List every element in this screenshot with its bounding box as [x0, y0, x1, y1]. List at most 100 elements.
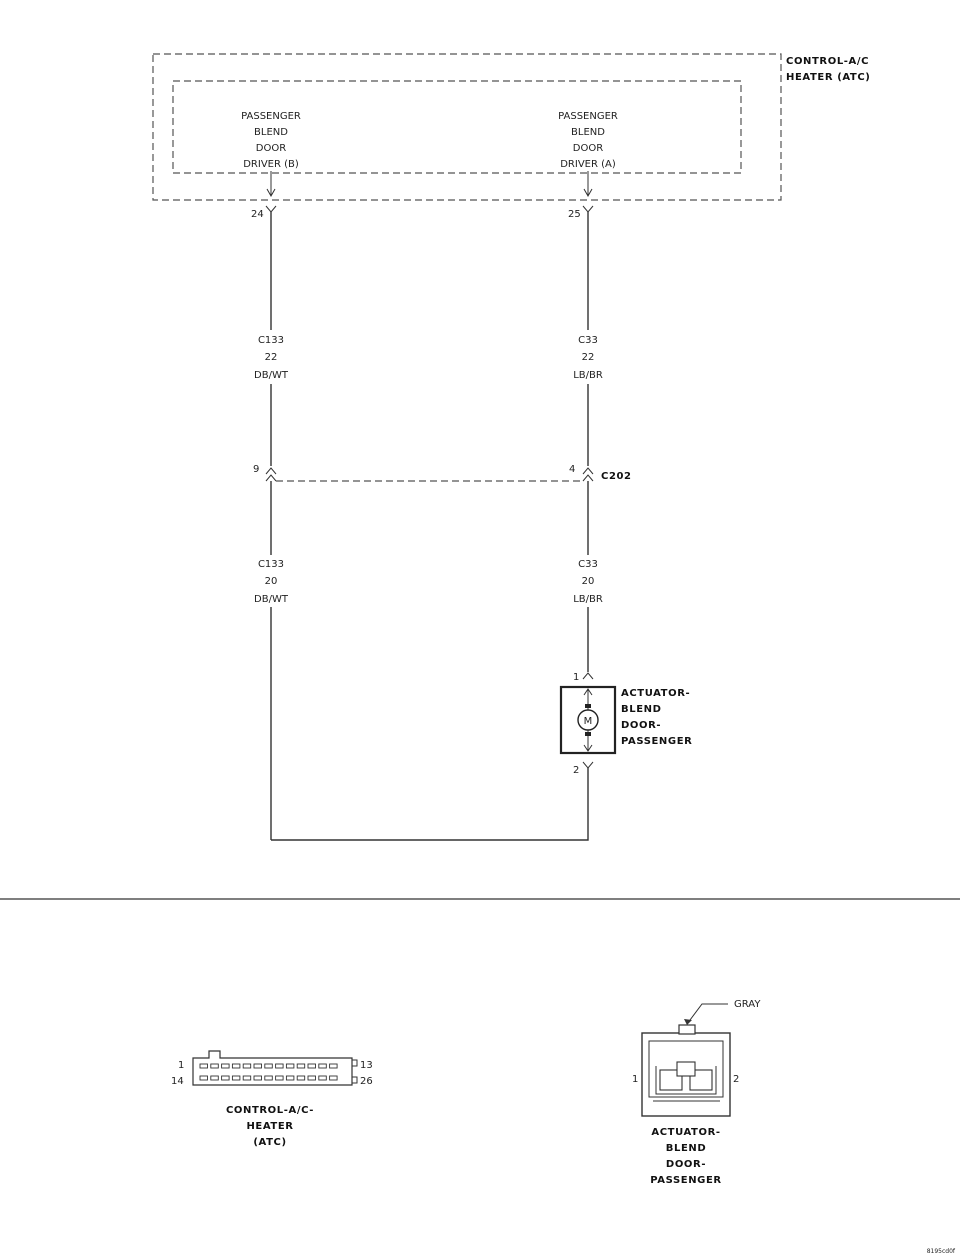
actuator-connector-color: GRAY — [734, 999, 761, 1010]
wire-left-lower-label: C133 20 DB/WT — [254, 559, 289, 605]
atc-pin-cavity — [242, 1063, 252, 1069]
wire-left-upper-label: C133 22 DB/WT — [254, 335, 289, 381]
atc-pin-cavity — [318, 1063, 327, 1069]
atc-pin-cavity — [199, 1075, 208, 1081]
svg-text:DB/WT: DB/WT — [254, 370, 289, 381]
wire-right-lower-label: C33 20 LB/BR — [573, 559, 603, 605]
atc-pin-cavity — [253, 1063, 262, 1069]
driver-a-label: PASSENGER BLEND DOOR DRIVER (A) — [558, 111, 618, 170]
driver-b-label: PASSENGER BLEND DOOR DRIVER (B) — [241, 111, 301, 170]
svg-text:ACTUATOR-: ACTUATOR- — [651, 1127, 720, 1138]
module-title-line1: CONTROL-A/C — [786, 56, 869, 67]
atc-pin-cavity — [221, 1075, 230, 1081]
atc-pin-cavity — [199, 1063, 208, 1069]
svg-text:DRIVER (A): DRIVER (A) — [560, 159, 616, 170]
atc-pin-cavity — [221, 1063, 230, 1069]
atc-pin-cavity — [275, 1063, 284, 1069]
color-leader-arrow-icon — [684, 1019, 692, 1025]
atc-pin-cavity — [231, 1063, 241, 1069]
atc-pin-cavity — [231, 1075, 241, 1081]
atc-pin-13-label: 13 — [360, 1060, 373, 1071]
svg-text:C133: C133 — [258, 559, 284, 570]
svg-text:CONTROL-A/C-: CONTROL-A/C- — [226, 1105, 314, 1116]
atc-pin-cavity — [296, 1075, 306, 1081]
svg-text:PASSENGER: PASSENGER — [621, 736, 692, 747]
atc-pin-cavity — [329, 1063, 338, 1069]
figure-id: 8195cd0f — [927, 1248, 956, 1255]
atc-pin-1-label: 1 — [178, 1060, 184, 1071]
atc-pin-cavity — [210, 1063, 219, 1069]
svg-text:BLEND: BLEND — [571, 127, 605, 138]
svg-text:20: 20 — [265, 576, 278, 587]
wire-return — [271, 768, 589, 841]
c202-pin-9-terminal-icon — [265, 467, 277, 482]
actuator-pin-2-label: 2 — [573, 765, 579, 776]
pin-25-label: 25 — [568, 209, 581, 220]
atc-pin-cavity — [285, 1075, 295, 1081]
motor-symbol: M — [584, 716, 593, 727]
actuator-connector-pin-1-label: 1 — [632, 1074, 638, 1085]
c202-pin-4-label: 4 — [569, 464, 575, 475]
svg-text:BLEND: BLEND — [621, 704, 662, 715]
wire-right-upper-label: C33 22 LB/BR — [573, 335, 603, 381]
pin-24-terminal-icon — [265, 205, 277, 213]
svg-text:DOOR-: DOOR- — [666, 1159, 706, 1170]
atc-pin-cavity — [275, 1075, 284, 1081]
atc-pin-cavity — [307, 1075, 316, 1081]
svg-text:DOOR-: DOOR- — [621, 720, 661, 731]
pin-24-label: 24 — [251, 209, 264, 220]
c202-pin-9-label: 9 — [253, 464, 259, 475]
svg-text:PASSENGER: PASSENGER — [241, 111, 301, 122]
actuator-connector-pin-2-label: 2 — [733, 1074, 739, 1085]
atc-pin-cavity — [253, 1075, 262, 1081]
motor-brush-bottom — [585, 732, 591, 736]
atc-pin-cavity — [329, 1075, 338, 1081]
atc-pin-cavity — [296, 1063, 306, 1069]
svg-text:ACTUATOR-: ACTUATOR- — [621, 688, 690, 699]
svg-text:BLEND: BLEND — [666, 1143, 707, 1154]
svg-text:20: 20 — [582, 576, 595, 587]
atc-pin-cavity — [264, 1063, 273, 1069]
svg-text:DOOR: DOOR — [256, 143, 286, 154]
svg-text:PASSENGER: PASSENGER — [650, 1175, 721, 1186]
actuator-connector-view — [641, 1024, 731, 1117]
atc-pin-cavity — [264, 1075, 273, 1081]
atc-pin-cavity — [285, 1063, 295, 1069]
svg-text:DRIVER (B): DRIVER (B) — [243, 159, 299, 170]
svg-text:22: 22 — [582, 352, 595, 363]
svg-text:C33: C33 — [578, 559, 598, 570]
svg-text:BLEND: BLEND — [254, 127, 288, 138]
pin-25-terminal-icon — [582, 205, 594, 213]
atc-pin-14-label: 14 — [171, 1076, 184, 1087]
motor-brush-top — [585, 704, 591, 708]
actuator-pin-2-terminal-icon — [582, 761, 594, 769]
svg-text:C33: C33 — [578, 335, 598, 346]
svg-text:HEATER: HEATER — [246, 1121, 293, 1132]
actuator-connector-label: ACTUATOR- BLEND DOOR- PASSENGER — [650, 1127, 721, 1186]
driver-b-arrow-icon — [266, 171, 276, 198]
atc-pin-cavity — [318, 1075, 327, 1081]
atc-pin-cavity — [210, 1075, 219, 1081]
color-leader-line — [686, 1003, 728, 1025]
driver-a-arrow-icon — [583, 171, 593, 198]
atc-pin-cavity — [307, 1063, 316, 1069]
svg-text:22: 22 — [265, 352, 278, 363]
c202-pin-4-terminal-icon — [582, 467, 594, 482]
motor-icon — [577, 709, 599, 731]
svg-text:LB/BR: LB/BR — [573, 370, 603, 381]
atc-connector-view — [192, 1050, 358, 1086]
svg-text:LB/BR: LB/BR — [573, 594, 603, 605]
atc-pin-26-label: 26 — [360, 1076, 373, 1087]
c202-connector-label: C202 — [601, 471, 632, 482]
actuator-label: ACTUATOR- BLEND DOOR- PASSENGER — [621, 688, 692, 747]
svg-text:DOOR: DOOR — [573, 143, 603, 154]
actuator-pin-1-terminal-icon — [582, 672, 594, 680]
atc-pin-cavity — [242, 1075, 252, 1081]
atc-connector-label: CONTROL-A/C- HEATER (ATC) — [226, 1105, 314, 1148]
svg-text:DB/WT: DB/WT — [254, 594, 289, 605]
module-title-line2: HEATER (ATC) — [786, 72, 870, 83]
svg-text:(ATC): (ATC) — [253, 1137, 286, 1148]
actuator-pin-1-label: 1 — [573, 672, 579, 683]
svg-text:C133: C133 — [258, 335, 284, 346]
